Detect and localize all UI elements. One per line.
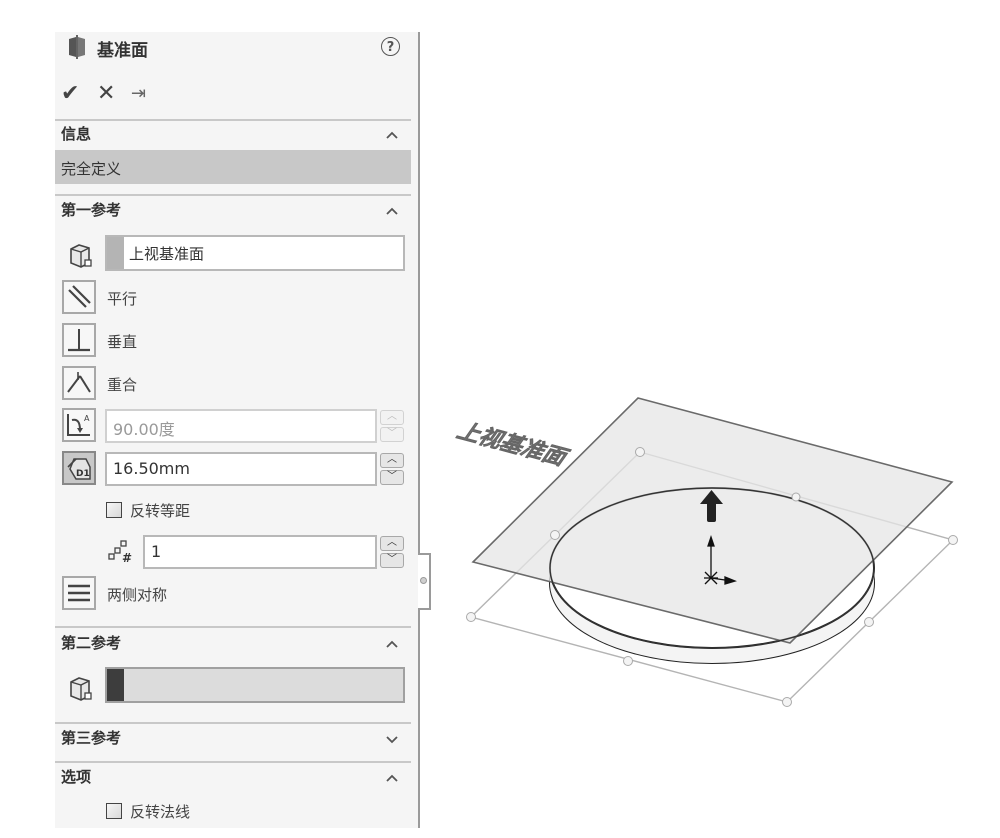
section-info-title[interactable]: 信息 — [61, 125, 92, 143]
parallel-icon — [68, 285, 91, 308]
svg-text:D1: D1 — [76, 469, 90, 479]
mid-plane-label: 两侧对称 — [107, 586, 168, 604]
section-second-reference-title[interactable]: 第二参考 — [61, 634, 122, 652]
divider — [55, 722, 411, 724]
pushpin-icon: ⇥ — [131, 83, 147, 104]
section-options-title[interactable]: 选项 — [61, 768, 92, 786]
divider — [55, 119, 411, 121]
parallel-label: 平行 — [107, 290, 138, 308]
angle-spin-up[interactable]: ︿ — [380, 410, 404, 425]
handle-dot-icon[interactable] — [948, 535, 958, 545]
handle-dot-icon[interactable] — [550, 530, 560, 540]
offset-distance-input[interactable]: 16.50mm — [105, 452, 377, 486]
offset-distance-icon: D1 — [67, 458, 91, 480]
chevron-down-icon[interactable] — [384, 733, 400, 745]
handle-dot-icon[interactable] — [864, 617, 874, 627]
handle-dot-icon[interactable] — [791, 492, 801, 502]
face-select-icon — [70, 677, 92, 701]
mid-plane-button[interactable] — [62, 576, 96, 610]
cancel-button[interactable]: ✕ — [97, 82, 115, 106]
status-bar: 完全定义 — [55, 150, 411, 184]
flip-offset-label: 反转等距 — [130, 502, 191, 520]
coincident-button[interactable] — [62, 366, 96, 400]
graphics-viewport[interactable]: 上视基准面 — [440, 380, 980, 720]
handle-dot-icon[interactable] — [466, 612, 476, 622]
first-reference-value: 上视基准面 — [129, 245, 205, 263]
angle-icon: A — [67, 414, 90, 436]
plane-feature-icon — [69, 35, 85, 59]
handle-dot-icon[interactable] — [635, 447, 645, 457]
perpendicular-button[interactable] — [62, 323, 96, 357]
ok-button[interactable]: ✔ — [61, 82, 79, 106]
coincident-label: 重合 — [107, 376, 138, 394]
plane-name-label: 上视基准面 — [452, 419, 574, 470]
count-spin-up[interactable]: ︿ — [380, 536, 404, 551]
flip-normal-label: 反转法线 — [130, 803, 191, 821]
number-of-planes-icon: # — [108, 540, 132, 565]
divider — [55, 626, 411, 628]
parallel-button[interactable] — [62, 280, 96, 314]
angle-button[interactable]: A — [62, 408, 96, 442]
checkmark-icon: ✔ — [61, 81, 80, 106]
splitter-grip-icon — [420, 577, 427, 584]
count-spin-down[interactable]: ﹀ — [380, 553, 404, 568]
panel-splitter-handle[interactable] — [418, 553, 431, 610]
divider — [55, 761, 411, 763]
chevron-up-icon[interactable] — [384, 772, 400, 784]
pin-button[interactable]: ⇥ — [131, 82, 146, 106]
number-of-planes-input[interactable]: 1 — [143, 535, 377, 569]
distance-spin-up[interactable]: ︿ — [380, 453, 404, 468]
panel-title: 基准面 — [97, 41, 148, 61]
perpendicular-label: 垂直 — [107, 333, 138, 351]
handle-dot-icon[interactable] — [782, 697, 792, 707]
flip-offset-checkbox[interactable] — [106, 502, 122, 518]
divider — [55, 194, 411, 196]
angle-spin-down[interactable]: ﹀ — [380, 427, 404, 442]
face-select-icon — [70, 244, 92, 268]
selection-color-flag — [107, 669, 124, 701]
selection-color-flag — [107, 237, 124, 269]
svg-text:#: # — [122, 551, 132, 565]
chevron-up-icon[interactable] — [384, 638, 400, 650]
offset-distance-button[interactable]: D1 — [62, 451, 96, 485]
perpendicular-icon — [68, 329, 90, 352]
section-third-reference-title[interactable]: 第三参考 — [61, 729, 122, 747]
help-icon[interactable]: ? — [381, 37, 400, 56]
origin-triad-icon — [704, 534, 737, 585]
handle-dot-icon[interactable] — [623, 656, 633, 666]
offset-direction-arrow-icon[interactable] — [700, 490, 723, 522]
first-reference-selection-box[interactable]: 上视基准面 — [105, 235, 405, 271]
mid-plane-icon — [68, 584, 90, 602]
chevron-up-icon[interactable] — [384, 129, 400, 141]
distance-spin-down[interactable]: ﹀ — [380, 470, 404, 485]
coincident-icon — [67, 372, 91, 393]
angle-input[interactable]: 90.00度 — [105, 409, 377, 443]
close-icon: ✕ — [97, 81, 116, 106]
second-reference-selection-box[interactable] — [105, 667, 405, 703]
plane-resize-handles[interactable] — [466, 447, 958, 707]
svg-text:A: A — [84, 414, 90, 423]
section-first-reference-title[interactable]: 第一参考 — [61, 201, 122, 219]
property-manager-panel: 基准面 ? ✔ ✕ ⇥ 信息 完全定义 第一参考 上视基准面 平行 — [55, 32, 420, 828]
status-text: 完全定义 — [61, 160, 122, 178]
flip-normal-checkbox[interactable] — [106, 803, 122, 819]
chevron-up-icon[interactable] — [384, 205, 400, 217]
